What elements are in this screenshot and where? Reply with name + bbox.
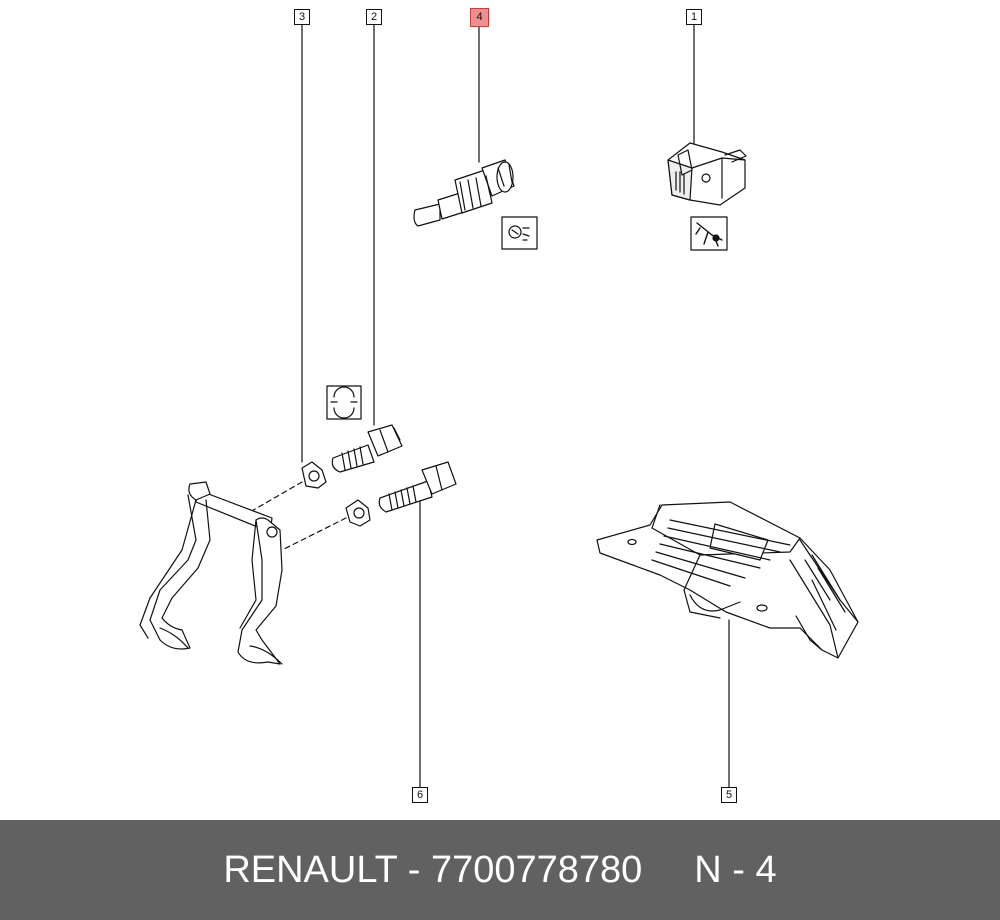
part-2-switch <box>331 424 403 473</box>
callout-2: 2 <box>366 9 382 25</box>
exploded-parts-diagram <box>139 24 859 788</box>
part-number-text: RENAULT - 7700778780 <box>223 848 643 891</box>
callout-1: 1 <box>686 9 702 25</box>
part-6-switch <box>378 461 457 513</box>
footer-bar: RENAULT - 7700778780 N - 4 <box>0 820 1000 920</box>
part-1-bracket <box>667 142 747 206</box>
callout-6: 6 <box>412 787 428 803</box>
callout-3: 3 <box>294 9 310 25</box>
callout-5: 5 <box>721 787 737 803</box>
part-4-switch <box>413 159 515 227</box>
pedal-assembly <box>139 481 283 665</box>
callout-4-highlighted: 4 <box>470 8 489 27</box>
part-2-symbol <box>326 385 362 420</box>
part-4-symbol <box>501 216 538 250</box>
footer-caption: RENAULT - 7700778780 N - 4 <box>0 820 1000 920</box>
part-5-plate <box>596 501 859 659</box>
part-1-tool-symbol <box>690 216 728 251</box>
reference-text: N - 4 <box>694 848 777 891</box>
part-3-clips <box>301 461 371 527</box>
